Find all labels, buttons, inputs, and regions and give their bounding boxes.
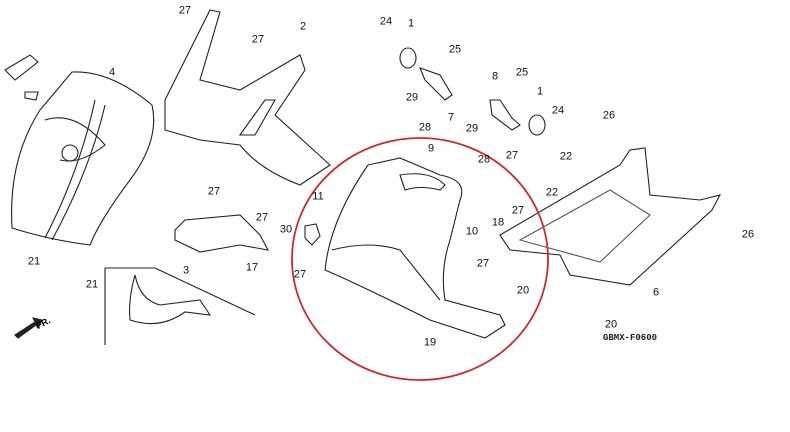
- callout: 28: [477, 153, 491, 166]
- callout: 6: [652, 286, 660, 299]
- callout: 26: [602, 109, 616, 122]
- highlight-circle: [291, 137, 549, 381]
- bracket-part-8: [489, 99, 521, 131]
- bracket-part-7: [419, 67, 453, 101]
- callout: 27: [178, 4, 192, 17]
- inner-upper-cover-part-2: [164, 9, 331, 186]
- callout: 1: [536, 85, 544, 98]
- callout: 19: [423, 336, 437, 349]
- callout: 27: [293, 268, 307, 281]
- callout: 27: [207, 185, 221, 198]
- callout: 22: [559, 150, 573, 163]
- callout: 20: [604, 318, 618, 331]
- callout: 21: [85, 278, 99, 291]
- callout: 1: [407, 17, 415, 30]
- grommet-part-1: [399, 47, 417, 69]
- callout: 24: [379, 15, 393, 28]
- front-arrow-icon: [14, 317, 43, 339]
- callout: 8: [491, 70, 499, 83]
- callout: 27: [511, 204, 525, 217]
- callout: 9: [427, 142, 435, 155]
- callout: 2: [299, 20, 307, 33]
- callout: 25: [515, 66, 529, 79]
- callout: 28: [418, 121, 432, 134]
- callout: 17: [245, 261, 259, 274]
- callout: 27: [255, 211, 269, 224]
- grommet-part-1b: [528, 114, 546, 136]
- callout: 22: [545, 186, 559, 199]
- callout: 25: [448, 43, 462, 56]
- bracket-part-30: [304, 223, 321, 246]
- callout: 3: [182, 264, 190, 277]
- callout: 18: [491, 216, 505, 229]
- callout: 4: [108, 66, 116, 79]
- callout: 27: [505, 149, 519, 162]
- callout: 26: [741, 228, 755, 241]
- diagram-code: GBMX-F0600: [603, 333, 658, 343]
- callout: 21: [27, 255, 41, 268]
- part-3-bracket: [174, 214, 270, 253]
- callout: 29: [405, 91, 419, 104]
- callout: 24: [551, 104, 565, 117]
- callout: 7: [447, 111, 455, 124]
- callout: 27: [251, 33, 265, 46]
- callout: 27: [476, 257, 490, 270]
- callout: 11: [312, 190, 324, 203]
- callout: 30: [279, 223, 293, 236]
- lower-cover-part: [129, 274, 212, 325]
- callout: 20: [516, 284, 530, 297]
- callout: 10: [465, 225, 479, 238]
- callout: 29: [465, 122, 479, 135]
- bracket-part: [4, 54, 39, 101]
- inner-cover-part-9: [324, 157, 506, 339]
- floor-panel-part-6: [499, 147, 722, 286]
